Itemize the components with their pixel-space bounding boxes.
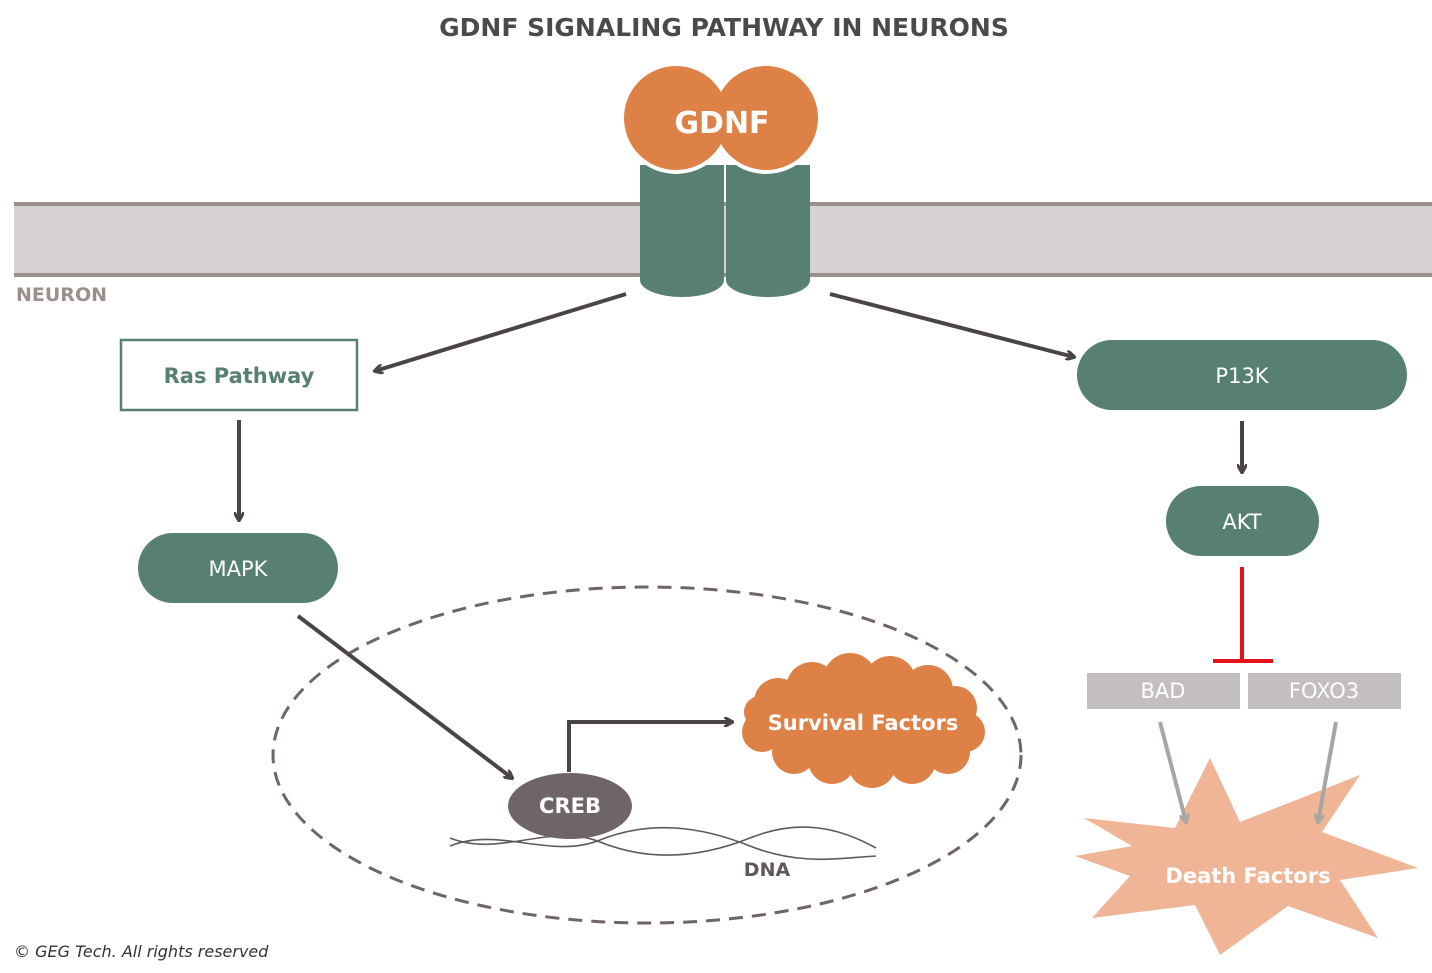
arrow-bad-to-death — [1158, 721, 1186, 822]
neuron-label: NEURON — [16, 284, 107, 306]
gdnf-ligand — [620, 62, 822, 174]
akt-inhibition-mark — [1213, 567, 1273, 663]
dna-strands — [449, 826, 877, 861]
death-factors-burst — [1075, 758, 1418, 955]
survival-factors-label: Survival Factors — [768, 711, 959, 735]
creb-node — [508, 773, 632, 839]
mapk-node — [138, 533, 338, 603]
bad-label: BAD — [1141, 679, 1186, 703]
akt-label: AKT — [1222, 510, 1262, 534]
creb-label: CREB — [539, 794, 601, 818]
gdnf-label: GDNF — [674, 106, 769, 141]
copyright-text: © GEG Tech. All rights reserved — [14, 942, 269, 961]
dna-label: DNA — [744, 859, 791, 881]
survival-factors-cloud — [742, 653, 985, 788]
nucleus-boundary — [271, 585, 1023, 925]
foxo3-box — [1248, 673, 1401, 709]
mapk-label: MAPK — [209, 557, 269, 581]
arrow-mapk-to-creb — [296, 614, 512, 778]
pi3k-node — [1077, 340, 1407, 410]
page-title: GDNF SIGNALING PATHWAY IN NEURONS — [439, 13, 1009, 42]
foxo3-label: FOXO3 — [1289, 679, 1359, 703]
arrow-receptor-to-ras — [375, 292, 627, 371]
ras-pathway-label: Ras Pathway — [164, 364, 315, 388]
bad-box — [1087, 673, 1240, 709]
pi3k-label: P13K — [1215, 364, 1269, 388]
gdnf-receptor — [640, 165, 810, 297]
arrow-creb-to-survival — [567, 722, 732, 772]
ras-pathway-box — [119, 338, 359, 412]
arrow-foxo3-to-death — [1318, 721, 1338, 822]
death-factors-label: Death Factors — [1165, 864, 1330, 888]
arrow-receptor-to-pi3k — [829, 292, 1074, 357]
akt-node — [1166, 486, 1319, 556]
